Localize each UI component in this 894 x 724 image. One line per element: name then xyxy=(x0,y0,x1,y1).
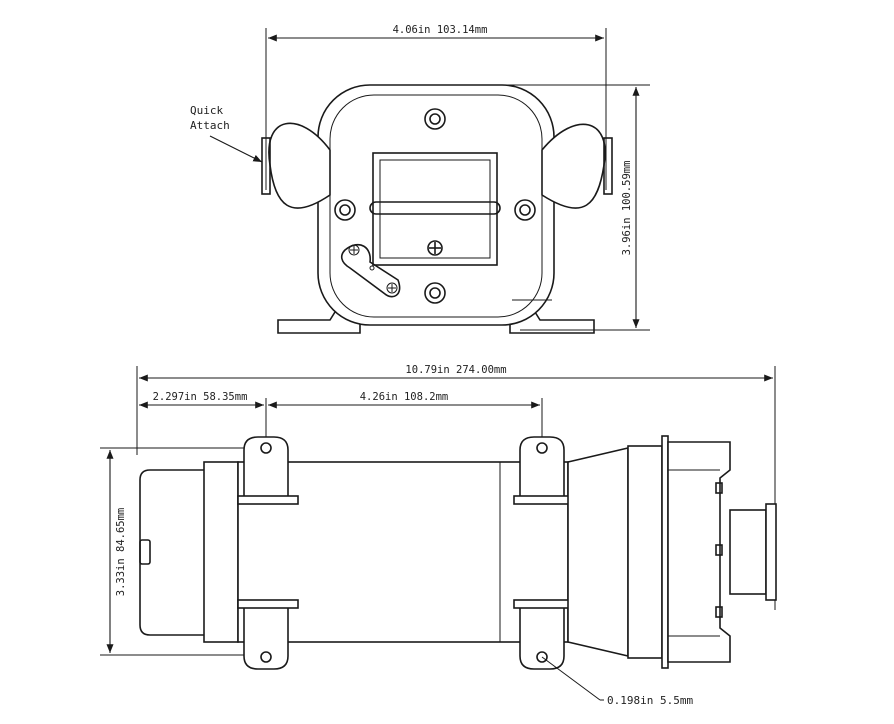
end-view: 4.06in 103.14mm 3.96in 100.59mm xyxy=(190,24,650,334)
mount-bracket-left-bottom xyxy=(237,599,299,670)
mount-offset-dimension: 2.297in 58.35mm xyxy=(153,391,248,403)
side-view: 10.79in 274.00mm 2.297in 58.35mm 4.26in … xyxy=(100,364,777,707)
top-width-dimension: 4.06in 103.14mm xyxy=(393,24,488,36)
mount-spacing-dimension: 4.26in 108.2mm xyxy=(360,391,449,403)
hole-diameter-callout: 0.198in 5.5mm xyxy=(607,694,693,707)
quick-attach-label-line1: Quick xyxy=(190,104,223,117)
body-height-dimension: 3.33in 84.65mm xyxy=(115,508,127,597)
overall-length-dimension: 10.79in 274.00mm xyxy=(405,364,506,376)
top-height-dimension: 3.96in 100.59mm xyxy=(621,161,633,256)
quick-attach-label-line2: Attach xyxy=(190,119,230,132)
mount-bracket-right-bottom xyxy=(513,599,575,670)
mount-bracket-left-top xyxy=(237,436,299,505)
